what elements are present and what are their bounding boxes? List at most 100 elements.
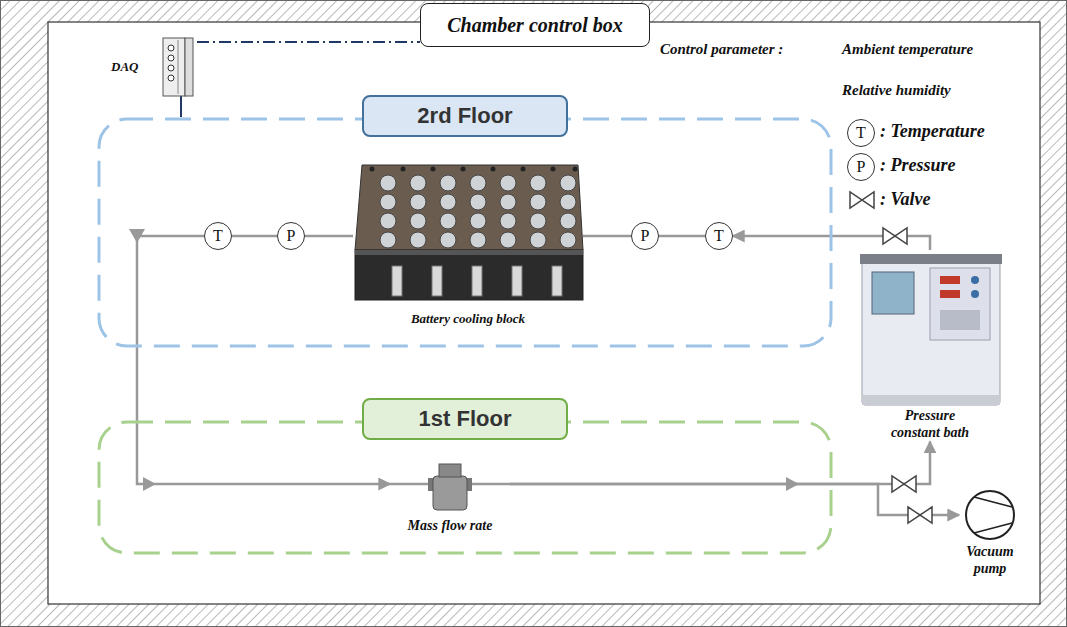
region-outline bbox=[97, 420, 833, 555]
parameter-name: Relative humidity bbox=[842, 81, 951, 99]
node-caption: Vacuum pump bbox=[959, 544, 1021, 578]
legend-sensor-symbol: P bbox=[847, 153, 875, 181]
bath-picture bbox=[940, 310, 980, 330]
coolant-pipe bbox=[659, 235, 705, 238]
valve-symbol bbox=[883, 228, 907, 244]
control-box: Chamber control box bbox=[420, 3, 650, 47]
cell-holes bbox=[410, 232, 426, 248]
cell-holes bbox=[440, 213, 456, 229]
legend-entry: : Temperature bbox=[880, 121, 985, 143]
bath-picture bbox=[940, 290, 960, 298]
bolts bbox=[521, 167, 526, 172]
cell-holes bbox=[530, 194, 546, 210]
cell-holes bbox=[440, 194, 456, 210]
coolant-pipe bbox=[232, 235, 277, 238]
battery-block-picture bbox=[355, 250, 583, 255]
valve-symbol bbox=[908, 507, 932, 523]
flow-triangles bbox=[786, 477, 799, 491]
legend-sensor-symbol: T bbox=[847, 119, 875, 147]
bath-picture bbox=[862, 395, 1000, 405]
floor-region: 1st FloorMass flow rate bbox=[97, 420, 833, 555]
daq-device bbox=[163, 38, 185, 96]
white-panel bbox=[48, 22, 1040, 604]
sensor-letter: P bbox=[287, 226, 296, 245]
legend-text: : Pressure bbox=[880, 155, 956, 177]
legend-entry: : Valve bbox=[880, 189, 930, 211]
control-parameter-label: Control parameter : bbox=[660, 40, 783, 58]
cell-holes bbox=[410, 175, 426, 191]
bath-picture bbox=[930, 268, 990, 340]
vacuum-pump-symbol bbox=[974, 523, 1012, 533]
bolts bbox=[461, 167, 466, 172]
coolant-pipe bbox=[510, 442, 930, 484]
cell-holes bbox=[530, 213, 546, 229]
bath-picture bbox=[860, 254, 1002, 264]
cell-holes bbox=[470, 232, 486, 248]
valve-symbol bbox=[850, 192, 874, 208]
mass-flow-meter bbox=[439, 464, 461, 477]
sensor-letter: P bbox=[641, 226, 650, 245]
fittings bbox=[512, 266, 522, 296]
cell-holes bbox=[530, 175, 546, 191]
flow-triangles bbox=[129, 229, 799, 491]
bath-picture bbox=[860, 254, 1002, 405]
fittings bbox=[432, 266, 442, 296]
legend-text: : Temperature bbox=[880, 121, 985, 143]
parameter-name: Relative humidity bbox=[842, 81, 951, 99]
bolts bbox=[491, 167, 496, 172]
bath-picture bbox=[971, 290, 979, 298]
mass-flow-meter bbox=[433, 476, 467, 510]
daq-device bbox=[163, 38, 193, 96]
daq-device bbox=[178, 40, 179, 94]
node-caption: Pressure constant bath bbox=[880, 408, 980, 442]
dashed-border bbox=[99, 422, 831, 553]
valve-symbol bbox=[892, 476, 916, 492]
constant-bath: Pressure constant bath bbox=[880, 250, 980, 442]
floor-heading: 2rd Floor bbox=[362, 95, 568, 137]
cell-holes bbox=[410, 213, 426, 229]
fittings bbox=[472, 266, 482, 296]
floor-region: 2rd FloorTPBattery cooling blockPT bbox=[97, 117, 833, 348]
node-caption: Battery cooling block bbox=[353, 311, 583, 327]
cell-holes bbox=[500, 213, 516, 229]
parameter-name: Ambient temperature bbox=[842, 40, 973, 58]
cell-holes bbox=[470, 194, 486, 210]
battery-block-picture bbox=[355, 165, 583, 250]
bolts bbox=[370, 167, 375, 172]
cell-holes bbox=[410, 194, 426, 210]
bath-picture bbox=[940, 276, 960, 284]
control-parameter-label: Control parameter : bbox=[660, 40, 783, 58]
cell-holes bbox=[380, 194, 396, 210]
daq-device bbox=[168, 45, 174, 51]
bolts bbox=[551, 167, 556, 172]
cell-holes bbox=[470, 175, 486, 191]
cell-holes bbox=[560, 194, 576, 210]
bath-picture bbox=[971, 276, 979, 284]
legend-entry: : Pressure bbox=[880, 155, 956, 177]
mass-flow-meter: Mass flow rate bbox=[390, 462, 510, 535]
bath-picture bbox=[862, 258, 1000, 405]
signal-line bbox=[197, 41, 420, 43]
signal-wire bbox=[180, 96, 182, 117]
cell-holes bbox=[560, 213, 576, 229]
cell-holes bbox=[500, 232, 516, 248]
node-caption: Mass flow rate bbox=[390, 518, 510, 535]
cell-holes bbox=[380, 232, 396, 248]
bath-picture bbox=[872, 272, 914, 314]
node-caption: DAQ bbox=[111, 59, 138, 75]
legend-sensor-symbol: P bbox=[847, 153, 875, 181]
dashed-border bbox=[99, 119, 831, 346]
legend-text: : Valve bbox=[880, 189, 930, 211]
mass-flow-meter bbox=[390, 464, 510, 510]
cell-holes bbox=[500, 194, 516, 210]
coolant-pipe bbox=[305, 235, 353, 238]
node-caption: Chamber control box bbox=[447, 13, 623, 37]
daq-device bbox=[185, 38, 193, 96]
parameter-name: Ambient temperature bbox=[842, 40, 973, 58]
cell-holes bbox=[560, 232, 576, 248]
pressure-sensor: P bbox=[631, 222, 659, 250]
cell-holes bbox=[440, 175, 456, 191]
daq-device bbox=[168, 65, 174, 71]
